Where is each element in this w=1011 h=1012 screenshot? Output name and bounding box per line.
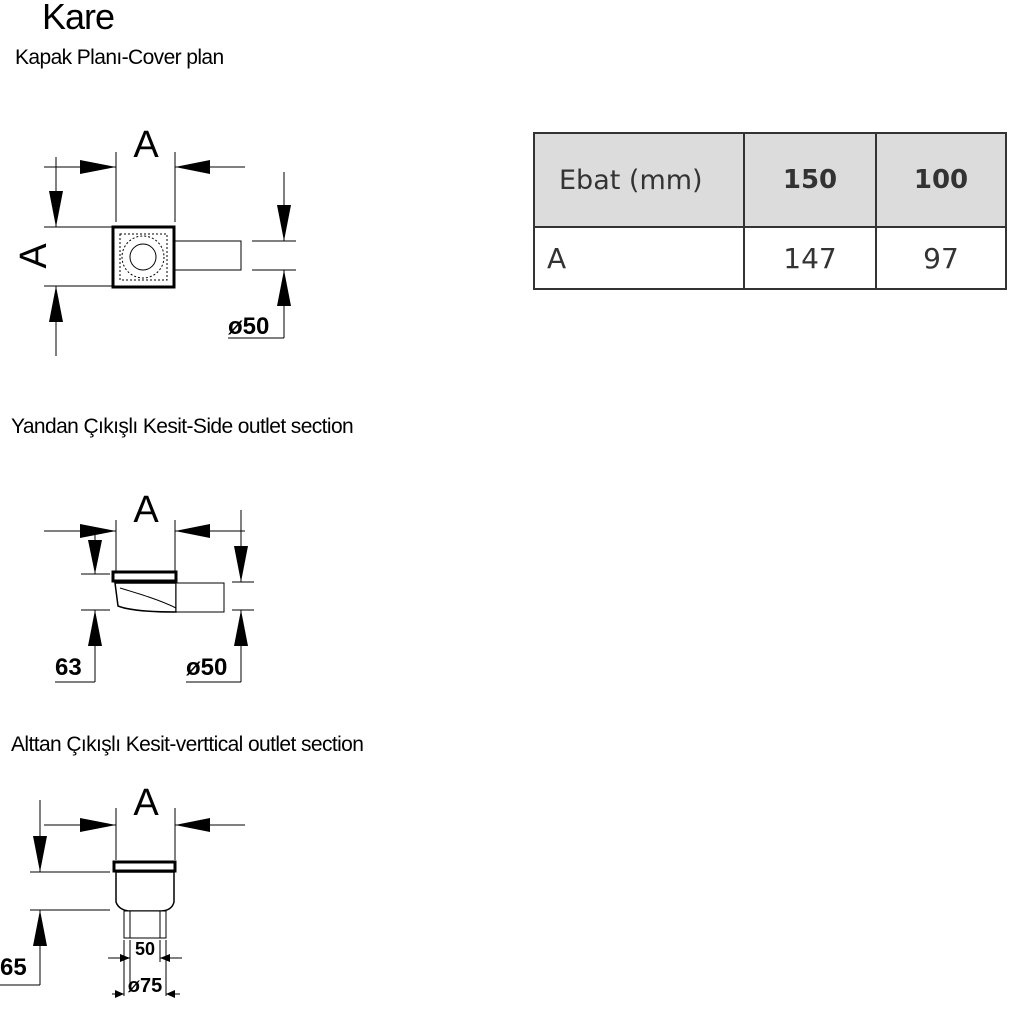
table-header-cell: 150	[743, 132, 877, 228]
side-outlet-pipe	[175, 582, 225, 613]
side-cover-plate	[111, 570, 178, 583]
section-heading-cover-plan: Kapak Planı-Cover plan	[15, 46, 224, 69]
cover-a-top-label: A	[133, 124, 159, 166]
table-header-cell: Ebat (mm)	[533, 132, 745, 228]
cover-pipe-dim-label: ø50	[228, 313, 269, 340]
table-header-cell: 100	[875, 132, 1007, 228]
side-height-dim-label: 63	[55, 654, 82, 681]
vert-cover-plate	[112, 860, 177, 873]
table-header-row: Ebat (mm) 150 100	[533, 132, 1007, 228]
table-cell: 97	[875, 226, 1007, 290]
vertical-outlet-drawing: A 65 50 ø75	[0, 782, 245, 998]
dimension-table: Ebat (mm) 150 100 A 147 97	[533, 132, 1007, 290]
side-outlet-drawing: A 63 ø50	[44, 489, 254, 683]
vert-inner-dim-label: 50	[135, 939, 155, 959]
vert-height-dim-label: 65	[0, 954, 27, 981]
vert-outer-dim-label: ø75	[128, 975, 162, 997]
cover-plan-drawing: A A ø50	[13, 124, 296, 356]
page-title: Kare	[42, 0, 115, 37]
side-a-label: A	[133, 489, 159, 531]
cover-outlet-pipe	[174, 240, 242, 271]
table-row: A 147 97	[533, 226, 1007, 290]
section-heading-vertical-outlet: Alttan Çıkışlı Kesit-verttical outlet se…	[11, 733, 364, 756]
cover-a-side-label: A	[13, 243, 55, 269]
vert-outlet-pipe	[123, 910, 167, 939]
table-cell: A	[533, 226, 745, 290]
section-heading-side-outlet: Yandan Çıkışlı Kesit-Side outlet section	[11, 415, 354, 438]
vert-a-label: A	[133, 782, 159, 824]
side-pipe-dim-label: ø50	[186, 654, 227, 681]
table-cell: 147	[743, 226, 877, 290]
